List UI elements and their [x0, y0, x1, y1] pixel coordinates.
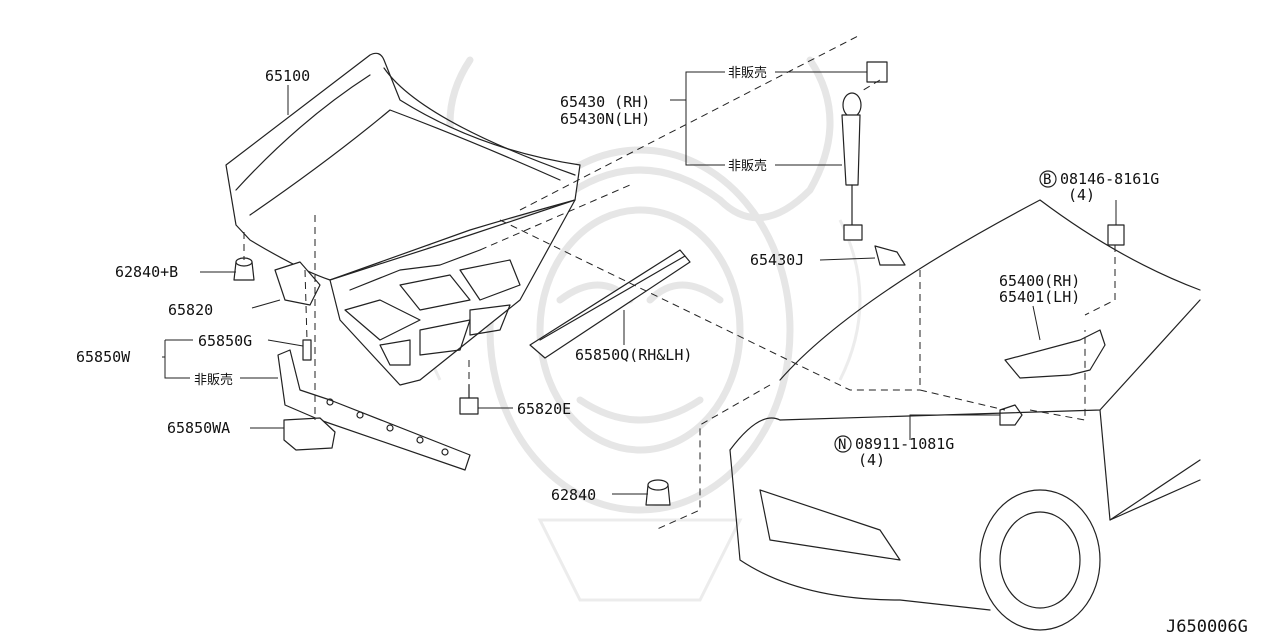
- nut-prefix-circle: [834, 435, 852, 453]
- label-bumper-rubber: 62840: [551, 486, 596, 504]
- label-bolt-qty: (4): [1068, 186, 1095, 204]
- label-not-for-sale-1: 非販売: [194, 372, 233, 388]
- bolt-part: [1107, 224, 1125, 246]
- bolt-prefix-circle: [1039, 170, 1057, 188]
- nut-part: [999, 404, 1023, 426]
- hinge-part: [1004, 329, 1106, 379]
- weatherstrip-w-part: [277, 339, 471, 471]
- label-hinge-rh: 65400(RH): [999, 272, 1080, 290]
- label-not-for-sale-mid: 非販売: [728, 158, 767, 174]
- hood-panel: [225, 52, 581, 386]
- label-nut-qty: (4): [858, 451, 885, 469]
- leader-lines: [162, 71, 1117, 495]
- ball-stud-part: [874, 245, 906, 266]
- seal-q-part: [529, 249, 691, 359]
- assembly-dash-lines: [243, 34, 1116, 531]
- label-hood: 65100: [265, 67, 310, 85]
- label-bolt-prefix: B: [1043, 172, 1051, 188]
- label-clip-e: 65820E: [517, 400, 571, 418]
- bumper-rubber-b-part: [233, 257, 255, 281]
- weatherstrip-wa-part: [283, 417, 336, 451]
- hood-stay-part: [841, 61, 888, 241]
- vehicle-body: [729, 199, 1201, 631]
- label-weatherstrip-a: 65850WA: [167, 419, 230, 437]
- label-nut-prefix: N: [838, 437, 846, 453]
- label-bolt: 08146-8161G: [1060, 170, 1159, 188]
- label-hinge-lh: 65401(LH): [999, 288, 1080, 306]
- label-seal-clip: 65850G: [198, 332, 252, 350]
- label-weatherstrip-assy: 65850W: [76, 348, 131, 366]
- label-not-for-sale-top: 非販売: [728, 65, 767, 81]
- label-seal-q: 65850Q(RH&LH): [575, 346, 692, 364]
- diagram-id: J650006G: [1166, 617, 1248, 637]
- label-stay-rh: 65430 (RH): [560, 93, 650, 111]
- label-hood-clip: 65820: [168, 301, 213, 319]
- hood-clip-bracket: [274, 261, 321, 306]
- label-bumper-rubber-b: 62840+B: [115, 263, 178, 281]
- label-stay-lh: 65430N(LH): [560, 110, 650, 128]
- clip-e-part: [459, 384, 479, 415]
- label-nut: 08911-1081G: [855, 435, 954, 453]
- bumper-rubber-part: [645, 479, 671, 506]
- label-stay-j: 65430J: [750, 251, 804, 269]
